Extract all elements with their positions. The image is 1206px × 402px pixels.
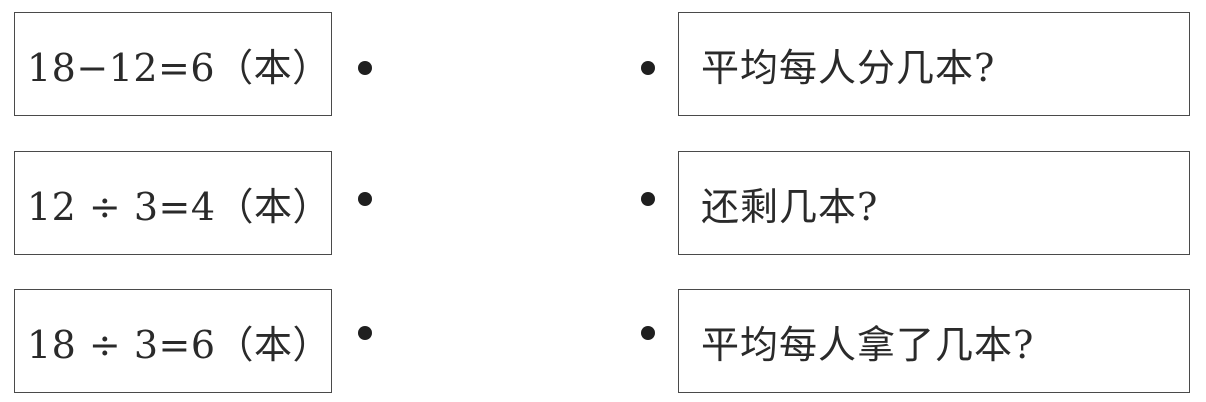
equation-text: 18 ÷ 3=6（本） <box>27 322 332 367</box>
question-box-1: 平均每人分几本? <box>678 12 1190 116</box>
left-connector-dot-2[interactable] <box>358 192 372 206</box>
right-connector-dot-2[interactable] <box>641 192 655 206</box>
equation-text: 12 ÷ 3=4（本） <box>27 184 332 229</box>
equation-box-2: 12 ÷ 3=4（本） <box>14 151 332 255</box>
question-text: 平均每人分几本? <box>701 45 996 90</box>
equation-box-1: 18−12=6（本） <box>14 12 332 116</box>
right-connector-dot-1[interactable] <box>641 61 655 75</box>
equation-text: 18−12=6（本） <box>27 45 331 90</box>
question-text: 平均每人拿了几本? <box>701 322 1035 367</box>
left-connector-dot-3[interactable] <box>358 326 372 340</box>
question-box-3: 平均每人拿了几本? <box>678 289 1190 393</box>
question-text: 还剩几本? <box>701 184 879 229</box>
question-box-2: 还剩几本? <box>678 151 1190 255</box>
right-connector-dot-3[interactable] <box>641 326 655 340</box>
left-connector-dot-1[interactable] <box>358 61 372 75</box>
equation-box-3: 18 ÷ 3=6（本） <box>14 289 332 393</box>
